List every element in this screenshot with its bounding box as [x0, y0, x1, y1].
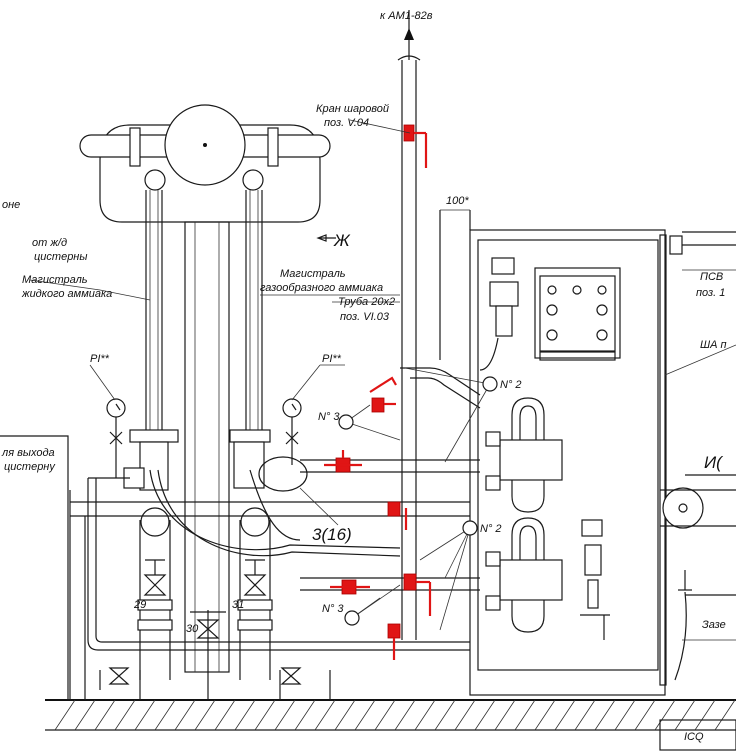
no2-bottom-label: N° 2 [480, 523, 502, 535]
control-cabinet [469, 229, 667, 696]
left-partial-label: оне [2, 199, 20, 211]
letter-zh: Ж [333, 231, 351, 250]
exit-label-2: цистерну [4, 461, 56, 473]
tank-column [184, 221, 230, 673]
valve-29 [143, 559, 167, 596]
gas-ammonia-main [229, 190, 273, 680]
marker-no2-top [482, 376, 498, 392]
sha-partial-label: ША п [700, 339, 727, 351]
psv-partial-label: ПСВ [700, 271, 723, 283]
no2-top-label: N° 2 [500, 379, 522, 391]
red-valve-bottom [387, 623, 401, 660]
from-tanks-label-2: цистерны [34, 251, 87, 263]
horizontal-rails [69, 477, 470, 700]
red-valve-lower [330, 573, 432, 616]
top-arrow-label: к АМ1-82в [380, 10, 433, 22]
bottom-valves [108, 667, 302, 685]
marker-no2-bottom [462, 520, 478, 536]
no3-bottom-label: N° 3 [322, 603, 344, 615]
pressure-gauge-right [282, 398, 302, 465]
exit-box [0, 435, 69, 700]
right-partial-equipment [660, 231, 736, 681]
marker-no3-bottom [344, 610, 360, 626]
floor [45, 699, 736, 731]
gas-main-label-1: Магистраль [280, 268, 346, 280]
exit-label-1: ля выхода [1, 447, 55, 459]
gas-main-label-2: газообразного аммиака [260, 282, 383, 294]
cabinet-feed-lines [300, 209, 481, 591]
dim-100-label: 100* [446, 195, 469, 207]
callout-ellipse [258, 456, 308, 492]
valve-31 [243, 559, 267, 596]
valve-29-label: 29 [133, 599, 146, 611]
hoses [149, 469, 401, 557]
pipe-label-2: поз. VI.03 [340, 311, 390, 323]
red-valve-middle [324, 450, 362, 473]
earth-partial-label: Зазе [702, 619, 726, 631]
psv-sub-partial-label: поз. 1 [696, 287, 725, 299]
valve-31-label: 31 [232, 599, 244, 611]
tank-car-dome [79, 104, 331, 223]
no3-top-label: N° 3 [318, 411, 340, 423]
pi-left-label: PI** [90, 353, 110, 365]
red-valve-mid-drop [387, 501, 408, 530]
red-valve-upper-angle [369, 376, 397, 413]
stamp-box [659, 719, 736, 751]
pipe-label-1: Труба 20х2 [338, 296, 395, 308]
ball-valve-top [403, 124, 428, 168]
discharge-vertical-pipe [397, 10, 421, 640]
i-partial-label: И( [704, 453, 724, 472]
pi-right-label: PI** [322, 353, 342, 365]
valve-30-label: 30 [186, 623, 199, 635]
marker-no3-top [338, 414, 354, 430]
liquid-main-label-1: Магистраль [22, 274, 88, 286]
pressure-gauge-left [106, 398, 126, 478]
from-tanks-label-1: от ж/д [32, 237, 67, 249]
direction-arrow [316, 234, 336, 242]
callout-3-16: 3(16) [312, 525, 352, 544]
liquid-ammonia-main [123, 190, 179, 680]
ball-valve-label-2: поз. V.04 [324, 117, 369, 129]
stamp-label: ICQ [684, 731, 704, 743]
leader-lines [29, 119, 736, 641]
valve-30 [190, 611, 226, 639]
liquid-main-label-2: жидкого аммиака [21, 288, 112, 300]
ball-valve-label-1: Кран шаровой [316, 103, 389, 115]
